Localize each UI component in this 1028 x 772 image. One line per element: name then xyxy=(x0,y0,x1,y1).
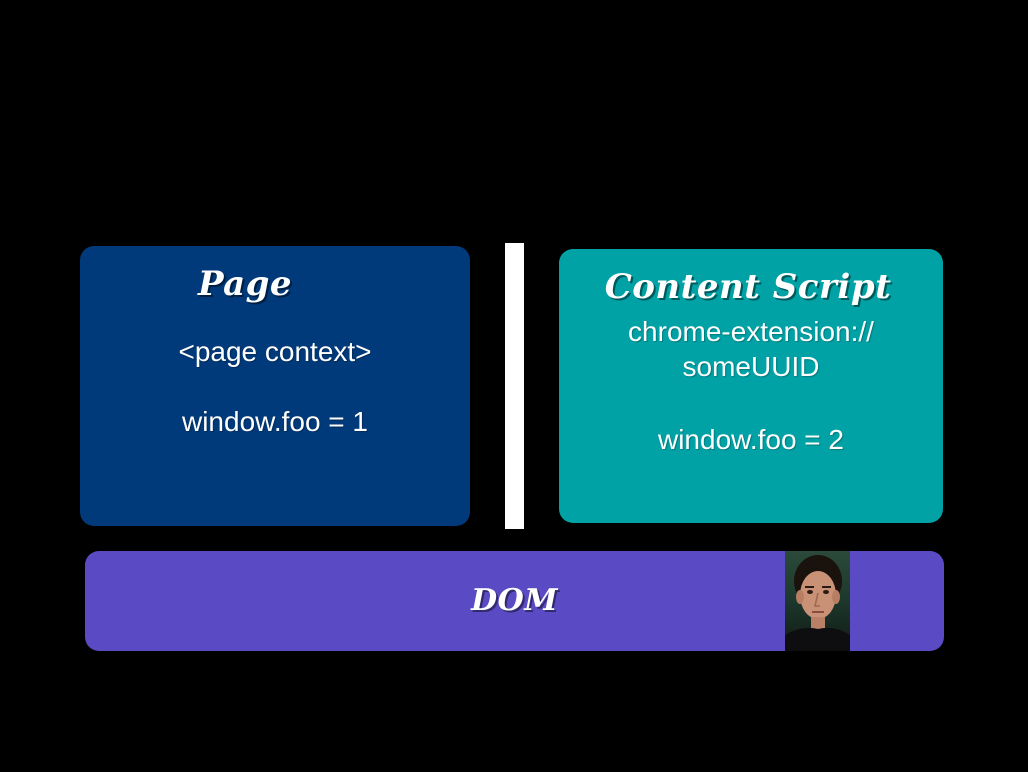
dom-bar: DOM xyxy=(85,551,944,651)
content-script-origin-line2: someUUID xyxy=(682,351,820,382)
isolation-divider xyxy=(505,243,524,529)
page-title: Page xyxy=(197,264,293,304)
page-context-box: Page <page context> window.foo = 1 xyxy=(80,246,470,526)
content-script-foo-value: window.foo = 2 xyxy=(657,424,845,455)
page-foo-value: window.foo = 1 xyxy=(181,406,369,437)
page-context-label: <page context> xyxy=(178,336,372,367)
content-script-title: Content Script xyxy=(604,267,892,307)
person-photo xyxy=(785,551,850,651)
content-script-origin-line1: chrome-extension:// xyxy=(628,316,874,347)
content-script-box: Content Script chrome-extension:// someU… xyxy=(559,249,943,523)
dom-title: DOM xyxy=(471,583,558,618)
